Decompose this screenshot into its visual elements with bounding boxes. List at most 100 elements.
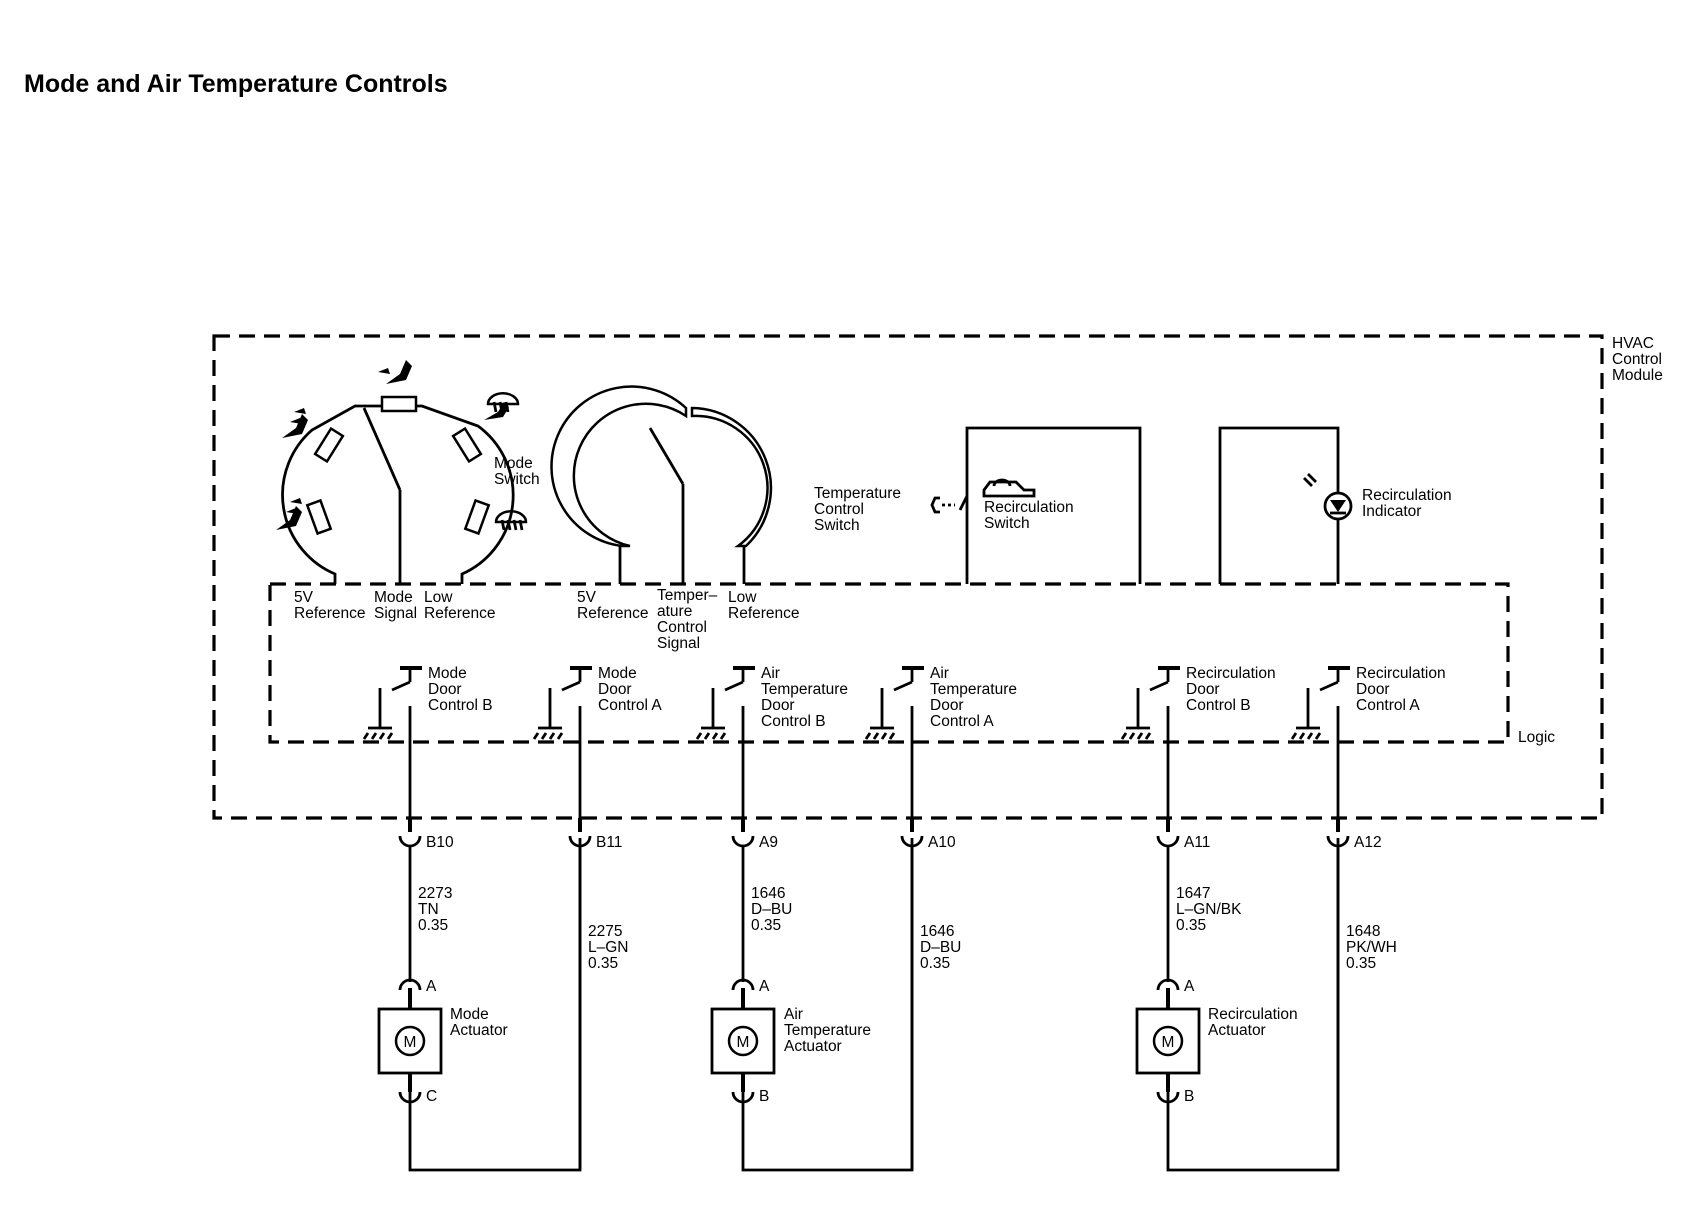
hvac-module-label: HVAC Control Module (1612, 335, 1666, 384)
mode-actuator-pin-a: A (426, 978, 437, 995)
connector-pin-label: B11 (596, 834, 622, 851)
recirculation-actuator-pin-a: A (1184, 978, 1195, 995)
recirculation-actuator-motor-symbol: M (1162, 1034, 1175, 1051)
mode-contact-lower-left (305, 498, 333, 536)
mode-contact-lower-right (463, 498, 491, 536)
ground-symbol-icon (1290, 732, 1322, 740)
connector-pin-label: B10 (426, 834, 454, 851)
air-temperature-actuator-pin-b: B (759, 1088, 769, 1105)
vent-mode-icon (276, 498, 302, 530)
mode-switch-label: Mode Switch (494, 455, 540, 488)
connector-pin-label: A10 (928, 834, 956, 851)
temperature-control-switch-label: Temperature Control Switch (814, 485, 905, 534)
air-temp-actuator-return-wire (741, 838, 914, 1172)
driver-switch-blade (561, 680, 581, 692)
mode-actuator-motor-icon (394, 1025, 426, 1057)
logic-label: Logic (1518, 729, 1555, 746)
air-temperature-actuator-motor-symbol: M (737, 1034, 750, 1051)
air-temperature-actuator-pin-a: A (759, 978, 770, 995)
connector-pin-label: A11 (1184, 834, 1210, 851)
recirculation-actuator-pin-b: B (1184, 1088, 1194, 1105)
driver-ground-lead (870, 688, 894, 730)
recirc-actuator-return-wire (1166, 838, 1340, 1172)
connector-pin-icon (398, 835, 422, 848)
driver-ground-lead (1126, 688, 1150, 730)
connector-pin-icon (731, 835, 755, 848)
terminal-label-temp-5v-reference: 5V Reference (577, 589, 649, 622)
hvac-module-boundary (212, 334, 1604, 820)
ground-symbol-icon (864, 732, 896, 740)
driver-ground-lead (1296, 688, 1320, 730)
recirculation-actuator-label: Recirculation Actuator (1208, 1006, 1302, 1039)
mode-contact-upper-left (313, 426, 345, 464)
driver-switch-blade (1319, 680, 1339, 692)
ground-symbol-icon (1120, 732, 1152, 740)
air-temperature-actuator-motor-icon (727, 1025, 759, 1057)
actuator-top-pin-icon (1156, 978, 1180, 991)
recirculation-indicator-label: Recirculation Indicator (1362, 487, 1456, 520)
driver-switch-blade (724, 680, 744, 692)
mode-switch: Mode Switch (276, 360, 540, 584)
connector-pin-label: A12 (1354, 834, 1382, 851)
mode-actuator-label: Mode Actuator (450, 1006, 508, 1039)
actuator-top-pin-icon (731, 978, 755, 991)
bi-level-mode-icon (282, 408, 308, 438)
ground-symbol-icon (695, 732, 727, 740)
driver-switch-blade (1149, 680, 1169, 692)
mode-actuator: M A C Mode Actuator (377, 978, 508, 1105)
recirculation-actuator: M A B Recirculation Actuator (1135, 978, 1302, 1105)
recirculation-indicator: Recirculation Indicator (1218, 426, 1456, 584)
actuator-top-pin-icon (398, 978, 422, 991)
terminal-label-temperature-control-signal: Temper– ature Control Signal (657, 587, 722, 652)
driver-ground-lead (538, 688, 562, 730)
driver-switch-blade (391, 680, 411, 692)
defog-mode-icon (484, 392, 520, 420)
logic-boundary (268, 582, 1510, 744)
air-temperature-actuator: M A B Air Temperature Actuator (710, 978, 871, 1105)
terminal-label-mode-signal: Mode Signal (374, 589, 417, 622)
temperature-control-knob (550, 385, 773, 584)
recirculation-car-icon (982, 478, 1036, 498)
terminal-label-mode-5v-reference: 5V Reference (294, 589, 366, 622)
driver-ground-lead (701, 688, 725, 730)
ground-symbol-icon (362, 732, 394, 740)
driver-ground-lead (368, 688, 392, 730)
defrost-mode-icon (494, 510, 528, 531)
mode-contact-upper-right (451, 426, 483, 464)
led-diode-icon (1330, 500, 1346, 512)
driver-switch-blade (893, 680, 913, 692)
floor-mode-icon (378, 360, 412, 384)
light-emission-icon (1303, 473, 1317, 487)
terminal-label-mode-low-reference: Low Reference (424, 589, 496, 622)
mode-actuator-pin-c: C (426, 1088, 437, 1105)
connector-pin-icon (1156, 835, 1180, 848)
recirculation-actuator-motor-icon (1152, 1025, 1184, 1057)
mode-contact-top (380, 395, 418, 413)
mode-actuator-motor-symbol: M (404, 1034, 417, 1051)
recirculation-switch-label: Recirculation Switch (984, 499, 1078, 532)
terminal-label-temp-low-reference: Low Reference (728, 589, 800, 622)
diagram-title: Mode and Air Temperature Controls (24, 70, 448, 98)
recirculation-switch: Temperature Control Switch Recirculation… (814, 426, 1142, 584)
mode-actuator-return-wire (408, 838, 582, 1172)
ground-symbol-icon (532, 732, 564, 740)
connector-pin-label: A9 (759, 834, 778, 851)
